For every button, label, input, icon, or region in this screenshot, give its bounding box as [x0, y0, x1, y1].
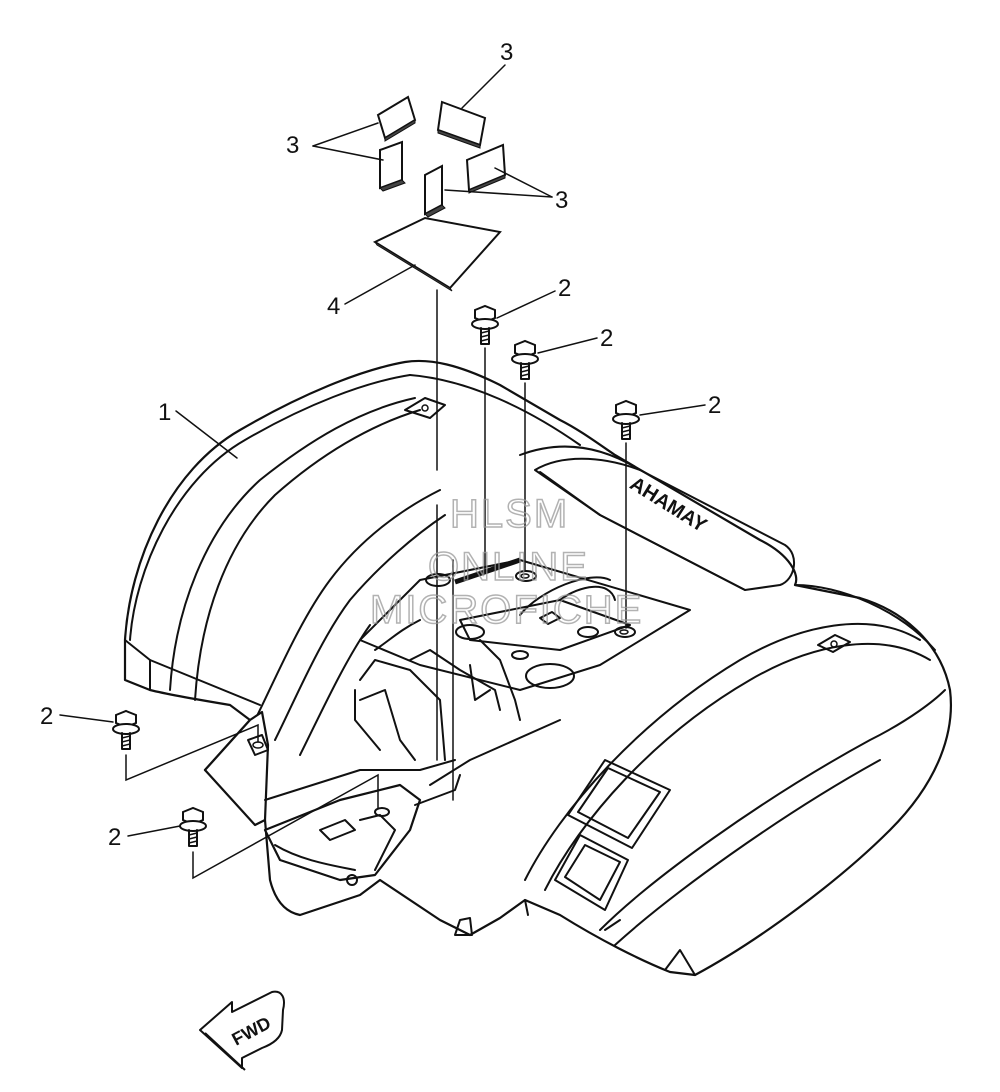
- callout-part-3-right: 3: [555, 187, 568, 214]
- callout-part-2-b: 2: [600, 325, 613, 352]
- leader-lines: [59, 64, 706, 837]
- rear-fender: [123, 359, 952, 977]
- pad-3-top-left: [376, 95, 417, 142]
- callout-part-4: 4: [327, 293, 340, 320]
- pad-3-middle-left: [379, 140, 406, 192]
- assembly-lines: [125, 289, 627, 880]
- pad-3-right: [465, 143, 507, 194]
- callout-part-3-top: 3: [500, 39, 513, 66]
- watermark-line-3: MICROFICHE: [370, 588, 643, 632]
- pad-set: [372, 95, 507, 292]
- pad-4-large: [372, 216, 502, 292]
- watermark-line-1: HLSM: [450, 492, 569, 536]
- bolt-top-3: [612, 399, 640, 440]
- callout-part-1: 1: [158, 399, 171, 426]
- callout-part-2-d: 2: [40, 703, 53, 730]
- bolt-left-2: [179, 806, 207, 847]
- callouts: 1 4 3 3 3 2 2 2 2 2: [40, 39, 721, 851]
- bolt-left-1: [112, 709, 140, 750]
- callout-part-2-c: 2: [708, 392, 721, 419]
- callout-part-3-left: 3: [286, 132, 299, 159]
- watermark-line-2: ONLINE: [428, 545, 589, 589]
- callout-part-2-a: 2: [558, 275, 571, 302]
- pad-3-top-right: [436, 100, 487, 149]
- watermark: HLSM ONLINE MICROFICHE: [369, 491, 643, 633]
- bolts: [112, 304, 640, 847]
- pad-3-middle: [424, 164, 446, 218]
- bolt-top-1: [471, 304, 499, 345]
- callout-part-2-e: 2: [108, 824, 121, 851]
- fwd-arrow: FWD: [199, 990, 285, 1071]
- bolt-top-2: [511, 339, 539, 380]
